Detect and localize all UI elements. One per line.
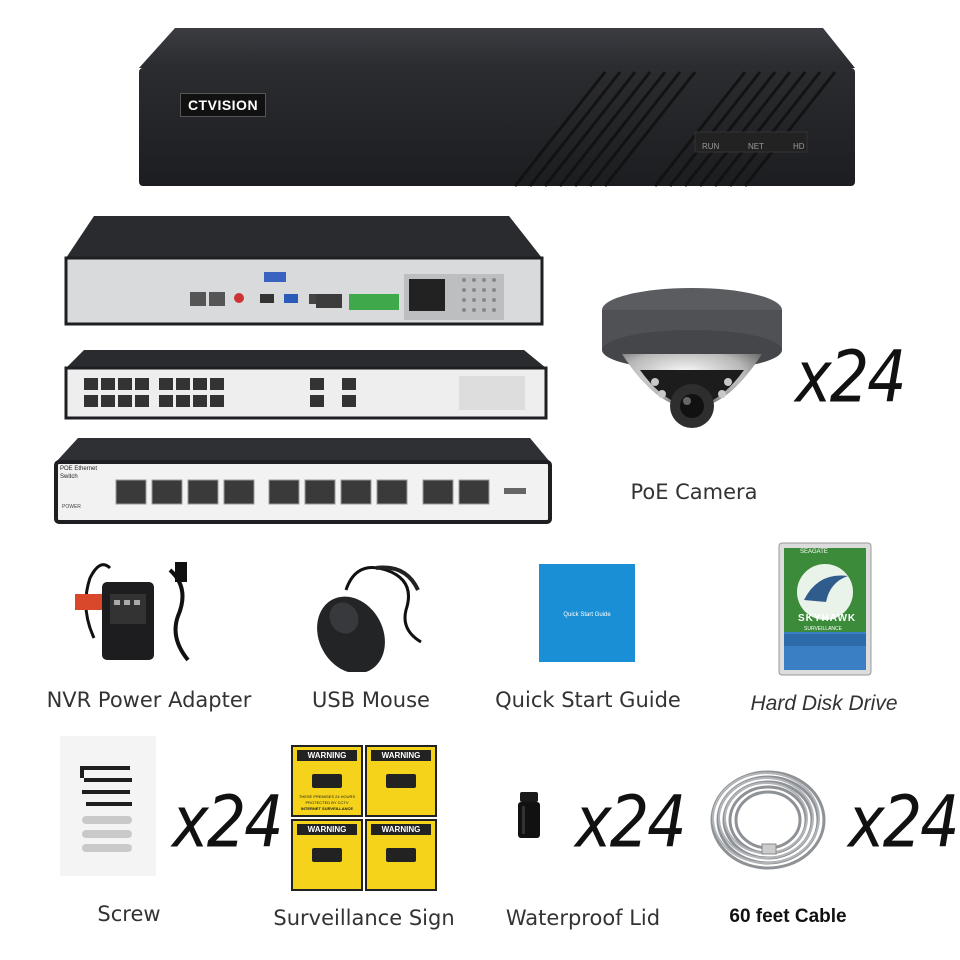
quick-start-guide-label: Quick Start Guide	[495, 688, 681, 712]
switch-panel-text: POE Ethernet	[60, 466, 98, 472]
sign-text-line-3: INTERNET SURVEILLANCE	[300, 806, 354, 811]
guide-cover-text: Quick Start Guide	[563, 612, 611, 618]
sign-title-1: WARNING	[307, 751, 347, 760]
power-adapter-label: NVR Power Adapter	[46, 688, 252, 712]
power-adapter-image	[70, 558, 220, 670]
hdd-model: SKYHAWK	[798, 613, 857, 624]
led-label-run: RUN	[702, 142, 720, 151]
waterproof-lid-image	[514, 792, 544, 840]
usb-mouse-label: USB Mouse	[312, 688, 430, 712]
switch-panel-text-2: Switch	[60, 474, 78, 480]
sign-text-line-2: PROTECTED BY CCTV	[305, 800, 349, 805]
hard-disk-image	[778, 542, 872, 676]
led-label-net: NET	[748, 142, 764, 151]
sign-title-3: WARNING	[307, 825, 347, 834]
switch-power-text: POWER	[62, 504, 81, 510]
waterproof-lid-label: Waterproof Lid	[505, 906, 661, 930]
sign-text-line-1: THESE PREMISES 24 HOURS	[298, 794, 356, 799]
ethernet-cable-image	[706, 764, 830, 876]
sign-title-2: WARNING	[381, 751, 421, 760]
camera-quantity: x24	[795, 335, 907, 419]
dome-camera-image	[600, 282, 785, 447]
screw-quantity: x24	[172, 780, 284, 864]
camera-label: PoE Camera	[630, 480, 758, 504]
poe-switch-16-rack-image	[64, 348, 548, 422]
cable-quantity: x24	[848, 780, 960, 864]
sign-title-4: WARNING	[381, 825, 421, 834]
nvr-back-image	[64, 214, 544, 330]
surveillance-sign-label: Surveillance Sign	[273, 906, 455, 930]
screw-label: Screw	[97, 902, 161, 926]
cable-label: 60 feet Cable	[729, 906, 847, 927]
quick-start-guide-image	[539, 564, 635, 662]
hard-disk-label: Hard Disk Drive	[750, 692, 898, 715]
led-label-hd: HD	[793, 142, 805, 151]
hdd-subtext: SURVEILLANCE	[804, 626, 842, 632]
hdd-brand: SEAGATE	[800, 549, 828, 555]
poe-switch-desktop-image	[54, 436, 552, 526]
brand-logo: CTVISION	[180, 93, 266, 117]
waterproof-lid-quantity: x24	[575, 780, 687, 864]
surveillance-sign-image	[290, 744, 438, 892]
nvr-front-image	[135, 20, 860, 195]
screw-pack-image	[60, 736, 156, 876]
usb-mouse-image	[306, 560, 436, 672]
